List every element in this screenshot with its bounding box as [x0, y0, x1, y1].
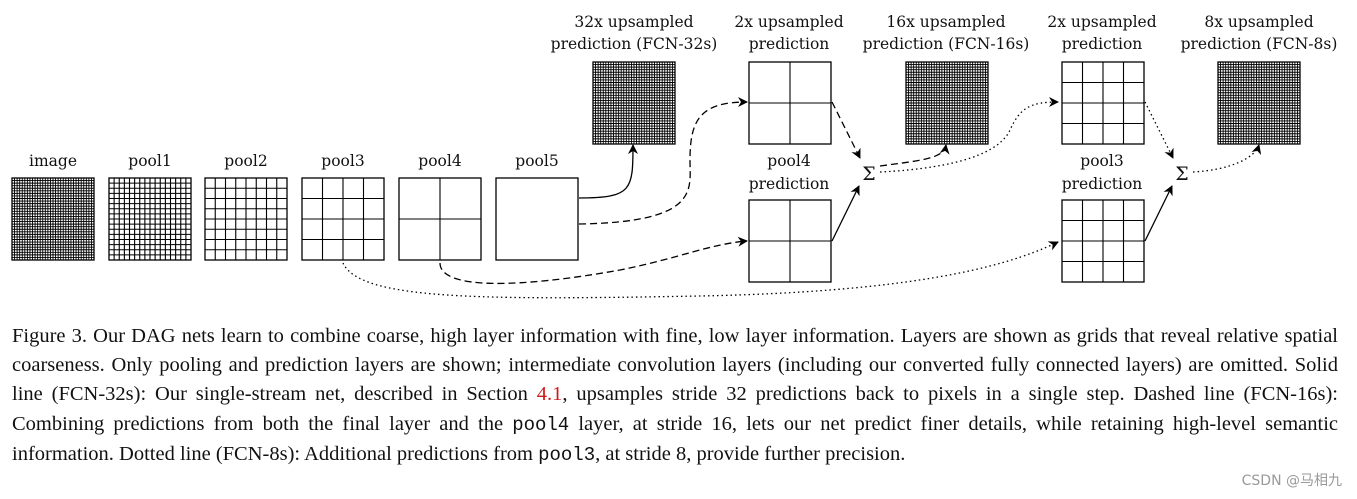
- dotted-arrow-sum-to-up8: [1192, 144, 1262, 173]
- image-grid-border: [11, 177, 95, 261]
- up2b-grid-lines: [1062, 62, 1144, 144]
- up32-label-line1: 32x upsampled: [574, 13, 693, 31]
- arrow-pool3pred-to-sum: [1144, 185, 1173, 242]
- caption-part-3: layer, at stride 16, lets our net predic…: [12, 412, 1338, 465]
- up2a-grid-border: [748, 61, 832, 145]
- pool3pred-grid-border: [1061, 199, 1145, 283]
- sum-node-16s: Σ: [862, 163, 875, 185]
- up8-grid-border: [1217, 61, 1301, 145]
- section-reference-link[interactable]: 4.1: [536, 383, 563, 406]
- pool2-grid-lines: [205, 178, 287, 260]
- pool5-grid-border: [495, 177, 579, 261]
- figure-caption: Figure 3. Our DAG nets learn to combine …: [12, 322, 1338, 470]
- fcn-architecture-diagram: image pool1 pool2 pool3 pool4 pool5 32x …: [11, 13, 1338, 299]
- up32-grid-lines: [593, 62, 675, 144]
- pool3-prediction-grid: [1061, 199, 1145, 283]
- up2a-prediction-grid: [748, 61, 832, 145]
- pool4pred-label-line2: prediction: [749, 175, 830, 193]
- up16-prediction-grid: [905, 61, 989, 145]
- dashed-arrow-up2a-to-sum: [831, 101, 861, 159]
- pool2-grid: [204, 177, 288, 261]
- pool2-grid-border: [204, 177, 288, 261]
- pool4-grid-border: [398, 177, 482, 261]
- up32-grid-border: [592, 61, 676, 145]
- pool4-grid-lines: [399, 178, 481, 260]
- dotted-arrow-pool3-to-pool3pred: [342, 241, 1059, 299]
- pool2-label: pool2: [224, 152, 267, 170]
- pool4-grid: [398, 177, 482, 261]
- up16-label-line2: prediction (FCN-16s): [863, 35, 1030, 53]
- up16-grid-lines: [906, 62, 988, 144]
- dashed-arrow-sum-to-up16: [879, 144, 950, 167]
- pool1-grid: [108, 177, 192, 261]
- pool4pred-grid-lines: [749, 200, 831, 282]
- sum-node-8s: Σ: [1175, 163, 1188, 185]
- pool3pred-grid-lines: [1062, 200, 1144, 282]
- caption-code-pool4: pool4: [512, 413, 570, 436]
- pool4pred-grid-border: [748, 199, 832, 283]
- dotted-arrow-up2b-to-sum: [1144, 101, 1174, 159]
- up2a-grid-lines: [749, 62, 831, 144]
- up32-label-line2: prediction (FCN-32s): [551, 35, 718, 53]
- image-grid-lines: [12, 178, 94, 260]
- image-grid: [11, 177, 95, 261]
- up8-label-line1: 8x upsampled: [1204, 13, 1313, 31]
- pool3-label: pool3: [321, 152, 364, 170]
- dashed-arrow-pool4-to-pool4pred: [439, 236, 748, 285]
- up2b-grid-border: [1061, 61, 1145, 145]
- caption-part-1: Figure 3. Our DAG nets learn to combine …: [12, 325, 1338, 406]
- up8-label-line2: prediction (FCN-8s): [1181, 35, 1338, 53]
- up32-prediction-grid: [592, 61, 676, 145]
- solid-arrow-pool5-to-up32: [578, 144, 638, 199]
- dotted-arrow-sum-to-up2b: [879, 97, 1059, 173]
- up16-label-line1: 16x upsampled: [886, 13, 1005, 31]
- pool4pred-label-line1: pool4: [767, 152, 811, 170]
- arrow-pool4pred-to-sum: [831, 185, 860, 242]
- pool4-label: pool4: [418, 152, 462, 170]
- pool3-grid: [301, 177, 385, 261]
- pool3pred-label-line1: pool3: [1080, 152, 1123, 170]
- pool3-grid-lines: [302, 178, 384, 260]
- pool5-grid: [495, 177, 579, 261]
- up2a-label-line1: 2x upsampled: [734, 13, 843, 31]
- up8-grid-lines: [1218, 62, 1300, 144]
- pool1-label: pool1: [128, 152, 171, 170]
- pool5-label: pool5: [515, 152, 558, 170]
- pool3-grid-border: [301, 177, 385, 261]
- dashed-arrow-pool5-to-up2a: [578, 97, 748, 225]
- up2b-label-line1: 2x upsampled: [1047, 13, 1156, 31]
- pool4-prediction-grid: [748, 199, 832, 283]
- image-label: image: [29, 152, 77, 170]
- watermark: CSDN @马相九: [1241, 473, 1342, 489]
- up8-prediction-grid: [1217, 61, 1301, 145]
- pool3pred-label-line2: prediction: [1062, 175, 1143, 193]
- caption-part-4: , at stride 8, provide further precision…: [595, 442, 906, 465]
- up2b-label-line2: prediction: [1062, 35, 1143, 53]
- caption-code-pool3: pool3: [538, 443, 596, 466]
- pool1-grid-lines: [109, 178, 191, 260]
- caption-part-2: , upsamples stride 32 predictions back t…: [12, 383, 1338, 435]
- up16-grid-border: [905, 61, 989, 145]
- up2a-label-line2: prediction: [749, 35, 830, 53]
- pool1-grid-border: [108, 177, 192, 261]
- up2b-prediction-grid: [1061, 61, 1145, 145]
